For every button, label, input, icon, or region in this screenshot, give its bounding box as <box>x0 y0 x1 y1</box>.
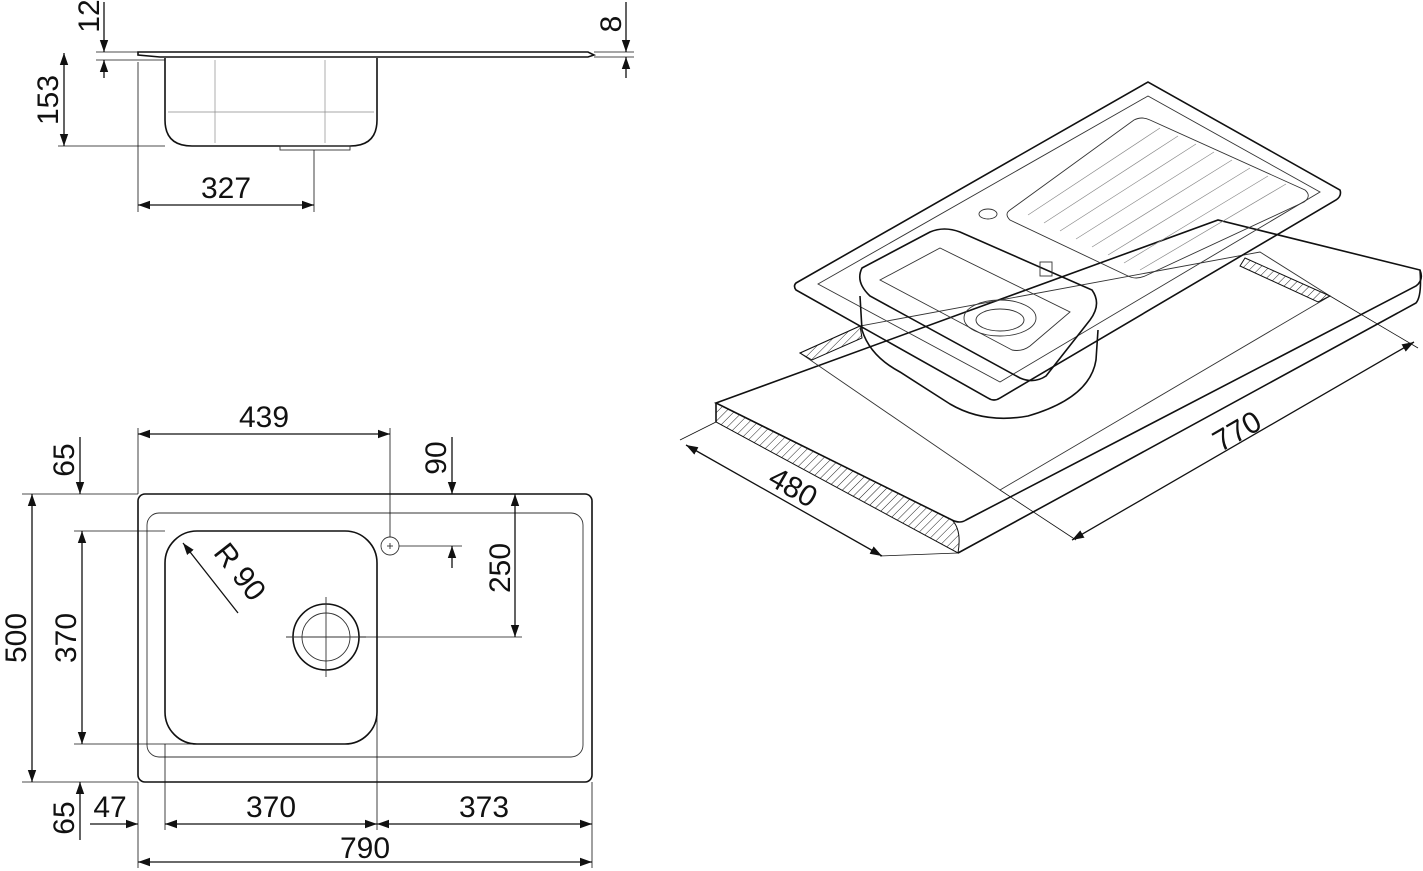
ext-line <box>999 489 1077 541</box>
dim-drain-offset-label: 250 <box>484 543 517 593</box>
dim-left-margin-label: 47 <box>93 791 126 824</box>
plan-bowl-outline <box>164 530 378 745</box>
plan-inner-rim <box>146 512 584 758</box>
dim-radius-label: R 90 <box>207 537 272 607</box>
ext-line <box>1329 295 1419 349</box>
dim-total-length-label: 790 <box>340 832 390 865</box>
iso-bowl-inner <box>879 247 1071 351</box>
dim-drainer-length-label: 373 <box>459 791 509 824</box>
dim-total-depth-label: 500 <box>0 613 33 663</box>
iso-sink-deck <box>793 81 1342 401</box>
dim-line-cutout-depth <box>685 444 883 557</box>
iso-bowl-opening <box>859 228 1098 382</box>
section-rim-outline <box>137 51 597 58</box>
drainer-groove <box>1075 151 1215 240</box>
dim-tap-offset-label: 439 <box>239 401 289 434</box>
dim-bowl-length-label: 370 <box>246 791 296 824</box>
dim-flange-label: 8 <box>595 16 628 33</box>
plan-sink-outline <box>137 493 593 783</box>
dim-top-margin-label: 65 <box>48 443 81 476</box>
section-view: 12 8 153 327 <box>32 0 634 212</box>
plan-view: 439 90 65 250 500 370 R 90 65 47 370 373 <box>0 401 593 868</box>
iso-overflow <box>1039 261 1053 277</box>
drainer-groove <box>1091 159 1233 248</box>
drainer-groove <box>1043 135 1179 224</box>
dim-depth-label: 153 <box>32 75 65 125</box>
dim-rim-label: 12 <box>73 0 106 33</box>
dim-line-cutout-length <box>1071 341 1415 541</box>
iso-sink-rim <box>817 95 1321 383</box>
cutout-back-wall <box>1239 257 1332 303</box>
dim-bowl-width-label: 327 <box>201 172 251 205</box>
drainer-groove <box>1107 167 1251 256</box>
iso-bowl-drain-inner <box>975 308 1025 332</box>
drainer-groove <box>1059 143 1197 232</box>
ext-line <box>679 421 717 441</box>
drainer-groove <box>1139 183 1287 271</box>
dim-bowl-depth-label: 370 <box>50 613 83 663</box>
worktop-cutout <box>799 251 1331 491</box>
drainer-groove <box>1027 127 1161 216</box>
isometric-view: 480 770 <box>679 81 1423 557</box>
worktop-right-edge <box>957 269 1422 554</box>
dim-tap-hole-label: 90 <box>420 441 453 474</box>
iso-bowl-drain <box>963 299 1037 337</box>
drainer-groove <box>1123 175 1269 264</box>
dim-cutout-length-label: 770 <box>1207 405 1267 459</box>
iso-drainer-area <box>1006 117 1309 279</box>
iso-tap-hole <box>978 208 998 220</box>
section-drain-outlet <box>279 145 351 151</box>
cutout-left-wall <box>798 325 863 361</box>
dim-line-radius <box>182 542 239 614</box>
ext-line <box>879 552 959 557</box>
section-bowl-outline <box>164 58 378 147</box>
dim-bottom-margin-label: 65 <box>48 801 81 834</box>
